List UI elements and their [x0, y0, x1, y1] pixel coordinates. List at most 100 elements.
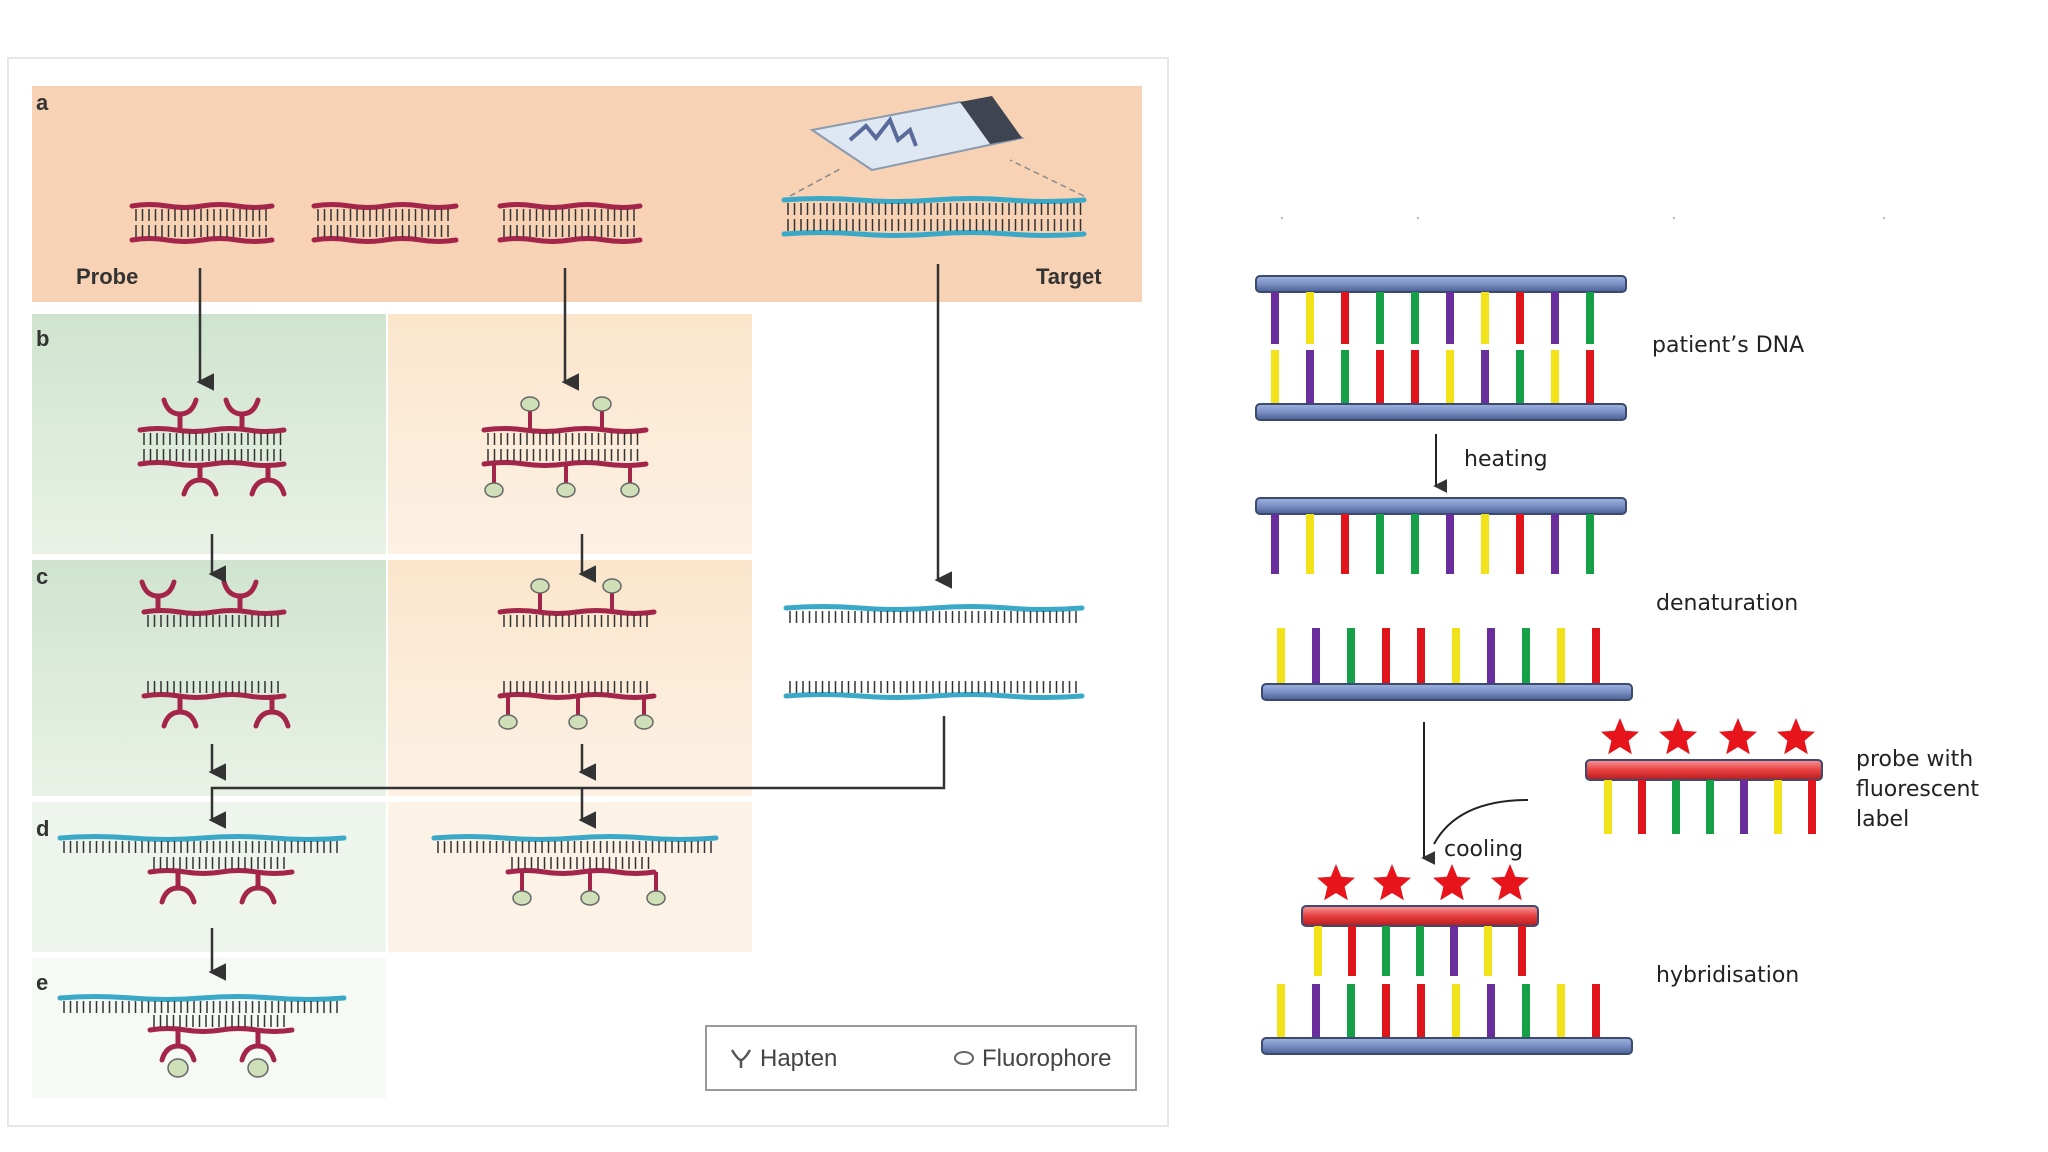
dna-backbone [1301, 905, 1539, 927]
strand-backbone [137, 460, 287, 468]
strand-backbone [129, 202, 275, 210]
strand-backbone [431, 834, 719, 842]
base-purple [1740, 780, 1748, 834]
dna-backbone [1255, 497, 1627, 515]
detection-fluorophore [167, 1058, 189, 1078]
base-green [1376, 292, 1384, 344]
base-green [1376, 514, 1384, 574]
base-red [1518, 926, 1526, 976]
fluorophore-legend-icon [954, 1051, 974, 1065]
base-red [1341, 514, 1349, 574]
legend-hapten-label: Hapten [760, 1045, 837, 1072]
base-purple [1481, 350, 1489, 404]
strand-backbone [147, 1026, 295, 1034]
base-yellow [1271, 350, 1279, 404]
target-label: Target [1036, 264, 1102, 289]
base-yellow [1481, 514, 1489, 574]
hapten-arms [161, 397, 199, 417]
strand-backbone [497, 608, 657, 616]
base-red [1638, 780, 1646, 834]
fluorophore [530, 578, 550, 594]
strand-backbone [147, 868, 295, 876]
base-purple [1446, 292, 1454, 344]
base-green [1411, 292, 1419, 344]
base-green [1347, 628, 1355, 684]
fluorescent-star-icon [1719, 718, 1757, 755]
fluorophore [580, 890, 600, 906]
base-red [1592, 628, 1600, 684]
base-green [1672, 780, 1680, 834]
base-red [1417, 984, 1425, 1038]
base-green [1586, 514, 1594, 574]
panel-d-hapten-background [32, 802, 386, 952]
label-probe-line-3: label [1856, 807, 1909, 832]
hapten-arms [253, 709, 291, 729]
probe-join-curve [1433, 799, 1529, 845]
base-red [1382, 628, 1390, 684]
fluorophore [512, 890, 532, 906]
base-purple [1551, 514, 1559, 574]
base-green [1341, 350, 1349, 404]
label-heating: heating [1464, 447, 1548, 472]
hapten-arms [239, 1043, 277, 1063]
label-cooling: cooling [1444, 837, 1523, 862]
label-denaturation: denaturation [1656, 591, 1798, 616]
base-yellow [1604, 780, 1612, 834]
fluorescent-star-icon [1777, 718, 1815, 755]
base-red [1592, 984, 1600, 1038]
strand-backbone [781, 230, 1087, 238]
base-yellow [1484, 926, 1492, 976]
base-yellow [1306, 514, 1314, 574]
fluorescent-star-icon [1491, 864, 1529, 901]
strand-backbone [311, 236, 459, 244]
base-purple [1551, 292, 1559, 344]
hapten-arms [223, 397, 261, 417]
fluorophore [520, 396, 540, 412]
hapten-arms [159, 885, 197, 905]
panel-letter-e: e [36, 970, 48, 995]
base-yellow [1446, 350, 1454, 404]
label-probe-line-2: fluorescent [1856, 777, 1979, 802]
left-dna-strands [57, 196, 1087, 1078]
panel-b-fluor-background [388, 314, 752, 554]
strand-backbone [141, 608, 287, 616]
base-red [1808, 780, 1816, 834]
left-figure: a b c d e Probe Target [7, 57, 1169, 1127]
panel-e-background [32, 958, 386, 1098]
base-green [1522, 628, 1530, 684]
panel-letter-b: b [36, 326, 49, 351]
base-yellow [1551, 350, 1559, 404]
base-yellow [1452, 984, 1460, 1038]
fluorophore [568, 714, 588, 730]
strand-backbone [137, 426, 287, 434]
strand-backbone [781, 196, 1087, 204]
right-figure: patient’s DNA heating denaturation probe… [1255, 216, 1979, 1055]
base-green [1522, 984, 1530, 1038]
base-red [1417, 628, 1425, 684]
strand-backbone [481, 426, 649, 434]
base-yellow [1452, 628, 1460, 684]
base-purple [1487, 984, 1495, 1038]
base-red [1411, 350, 1419, 404]
base-purple [1450, 926, 1458, 976]
base-purple [1487, 628, 1495, 684]
base-purple [1312, 984, 1320, 1038]
strand-backbone [311, 202, 459, 210]
base-purple [1446, 514, 1454, 574]
strand-backbone [57, 994, 347, 1002]
legend: Hapten Fluorophore [705, 1025, 1137, 1091]
fluorescent-star-icon [1433, 864, 1471, 901]
dna-backbone [1585, 759, 1823, 781]
base-purple [1312, 628, 1320, 684]
fluorophore [592, 396, 612, 412]
base-green [1347, 984, 1355, 1038]
fluorophore [602, 578, 622, 594]
fluorophore [556, 482, 576, 498]
dna-backbone [1255, 275, 1627, 293]
base-green [1586, 292, 1594, 344]
dna-backbone [1261, 1037, 1633, 1055]
base-red [1516, 514, 1524, 574]
label-probe-line-1: probe with [1856, 747, 1973, 772]
base-red [1382, 984, 1390, 1038]
